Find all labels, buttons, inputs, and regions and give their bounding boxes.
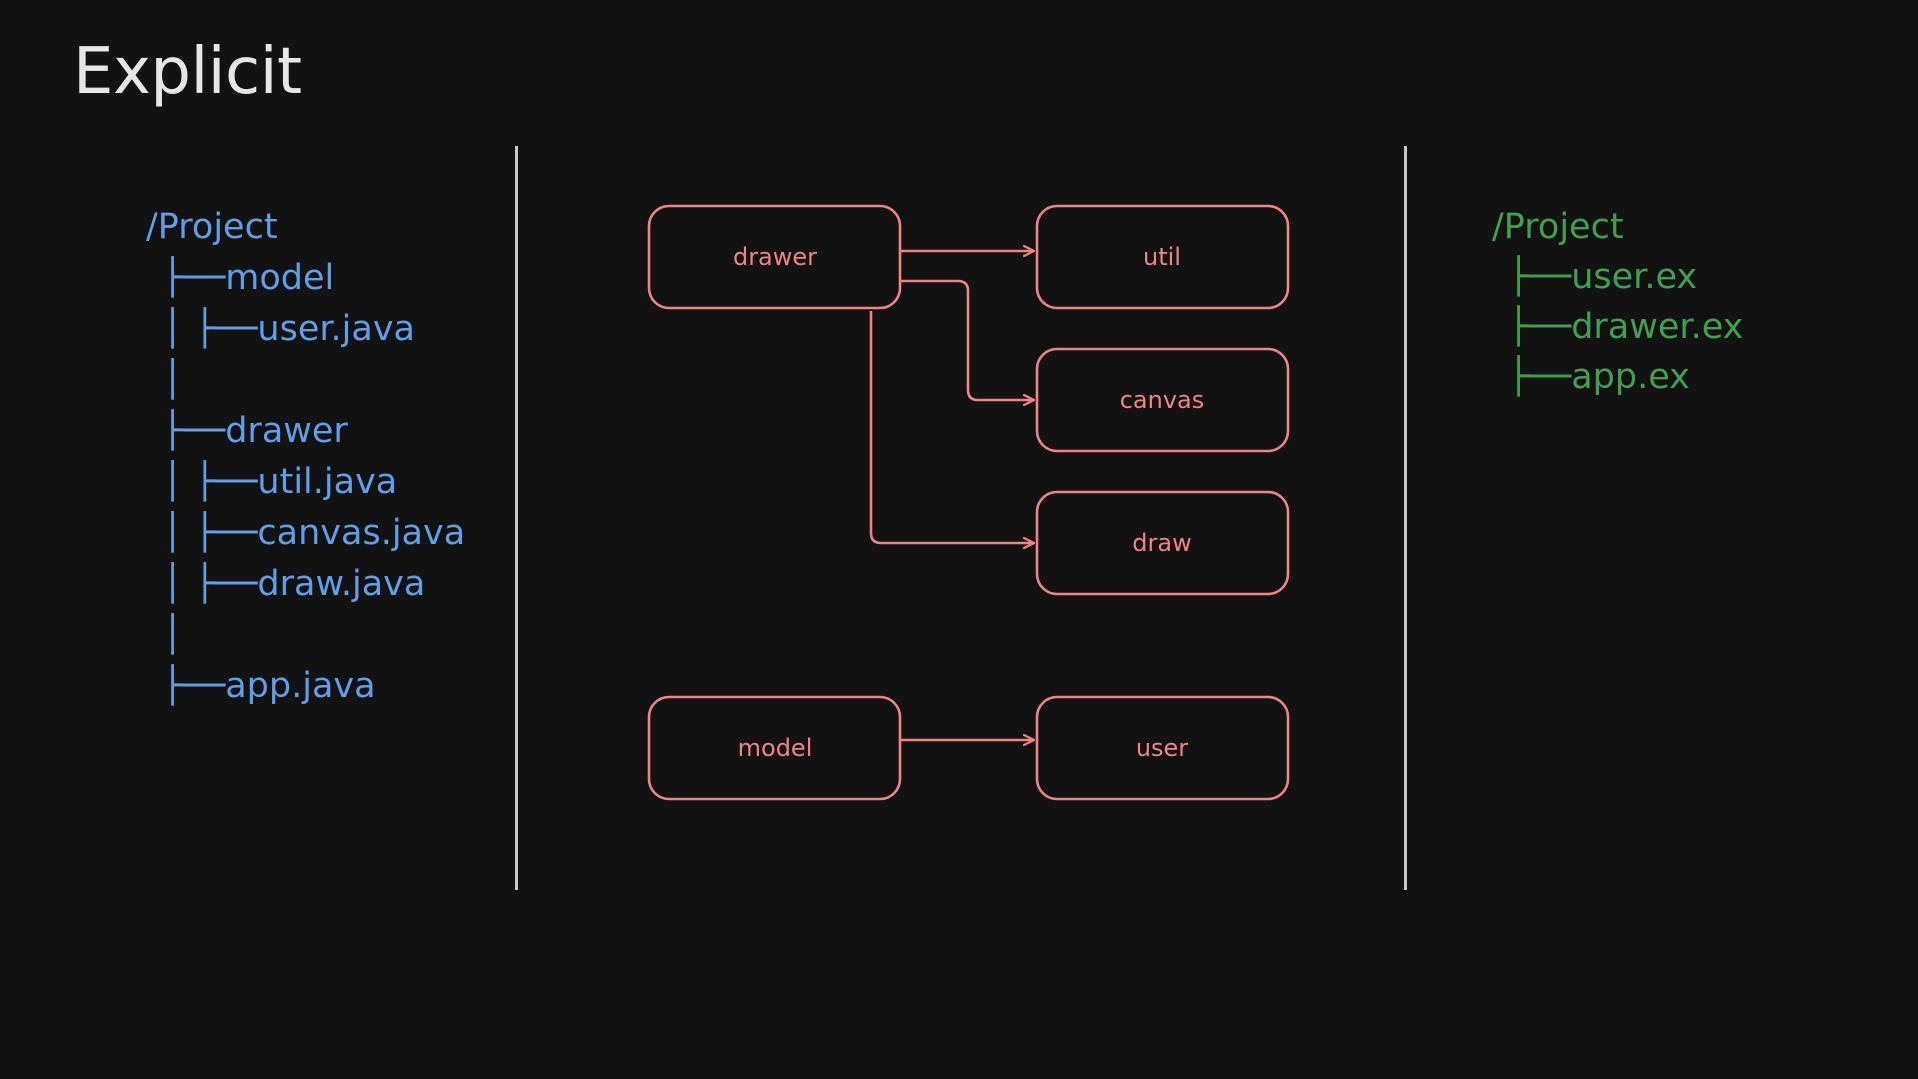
tree-item-app-ex: app.ex bbox=[1571, 357, 1690, 397]
java-tree-row: │ ├──user.java bbox=[146, 306, 415, 352]
slide-title: Explicit bbox=[73, 35, 302, 109]
tree-connector: ├── bbox=[162, 411, 226, 451]
node-model: model bbox=[647, 695, 902, 801]
elixir-tree-row: ├──drawer.ex bbox=[1492, 304, 1743, 350]
java-tree-row: ├──app.java bbox=[146, 663, 376, 709]
tree-connector: │ bbox=[162, 360, 184, 400]
tree-connector: │ ├── bbox=[162, 309, 258, 349]
tree-connector: │ bbox=[162, 615, 184, 655]
java-tree-row: ├──model bbox=[146, 255, 334, 301]
tree-item-draw-java: draw.java bbox=[257, 564, 426, 604]
tree-item-user-ex: user.ex bbox=[1571, 257, 1698, 297]
java-tree-root: /Project bbox=[146, 207, 278, 247]
java-tree-row: │ ├──draw.java bbox=[146, 561, 425, 607]
node-util: util bbox=[1035, 204, 1290, 310]
java-tree-row: ├──drawer bbox=[146, 408, 348, 454]
node-draw: draw bbox=[1035, 490, 1290, 596]
tree-connector: │ ├── bbox=[162, 462, 258, 502]
tree-item-drawer: drawer bbox=[225, 411, 348, 451]
elixir-tree-root: /Project bbox=[1492, 207, 1624, 247]
edge-drawer-draw bbox=[869, 311, 1034, 543]
node-label-model: model bbox=[738, 734, 813, 762]
tree-connector: ├── bbox=[162, 258, 226, 298]
tree-item-drawer-ex: drawer.ex bbox=[1571, 307, 1744, 347]
edge-drawer-canvas bbox=[901, 279, 1034, 400]
node-label-drawer: drawer bbox=[733, 243, 817, 271]
tree-connector: ├── bbox=[1508, 257, 1572, 297]
tree-item-model: model bbox=[225, 258, 335, 298]
tree-connector: ├── bbox=[1508, 307, 1572, 347]
tree-item-canvas-java: canvas.java bbox=[257, 513, 466, 553]
tree-item-util-java: util.java bbox=[257, 462, 398, 502]
elixir-tree-row: ├──user.ex bbox=[1492, 254, 1697, 300]
node-label-draw: draw bbox=[1132, 529, 1191, 557]
node-user: user bbox=[1035, 695, 1290, 801]
elixir-tree-row: ├──app.ex bbox=[1492, 354, 1690, 400]
tree-connector: ├── bbox=[162, 666, 226, 706]
tree-connector: │ ├── bbox=[162, 513, 258, 553]
java-tree-row: │ ├──canvas.java bbox=[146, 510, 465, 556]
node-label-util: util bbox=[1143, 243, 1181, 271]
java-tree-row: │ bbox=[146, 612, 183, 658]
tree-connector: │ ├── bbox=[162, 564, 258, 604]
right-divider bbox=[1404, 146, 1407, 890]
tree-item-user-java: user.java bbox=[257, 309, 416, 349]
java-tree-row: │ ├──util.java bbox=[146, 459, 397, 505]
java-tree-row: │ bbox=[146, 357, 183, 403]
left-divider bbox=[515, 146, 518, 890]
node-label-canvas: canvas bbox=[1120, 386, 1205, 414]
tree-item-app-java: app.java bbox=[225, 666, 376, 706]
node-label-user: user bbox=[1136, 734, 1188, 762]
node-canvas: canvas bbox=[1035, 347, 1290, 453]
tree-connector: ├── bbox=[1508, 357, 1572, 397]
node-drawer: drawer bbox=[647, 204, 902, 310]
